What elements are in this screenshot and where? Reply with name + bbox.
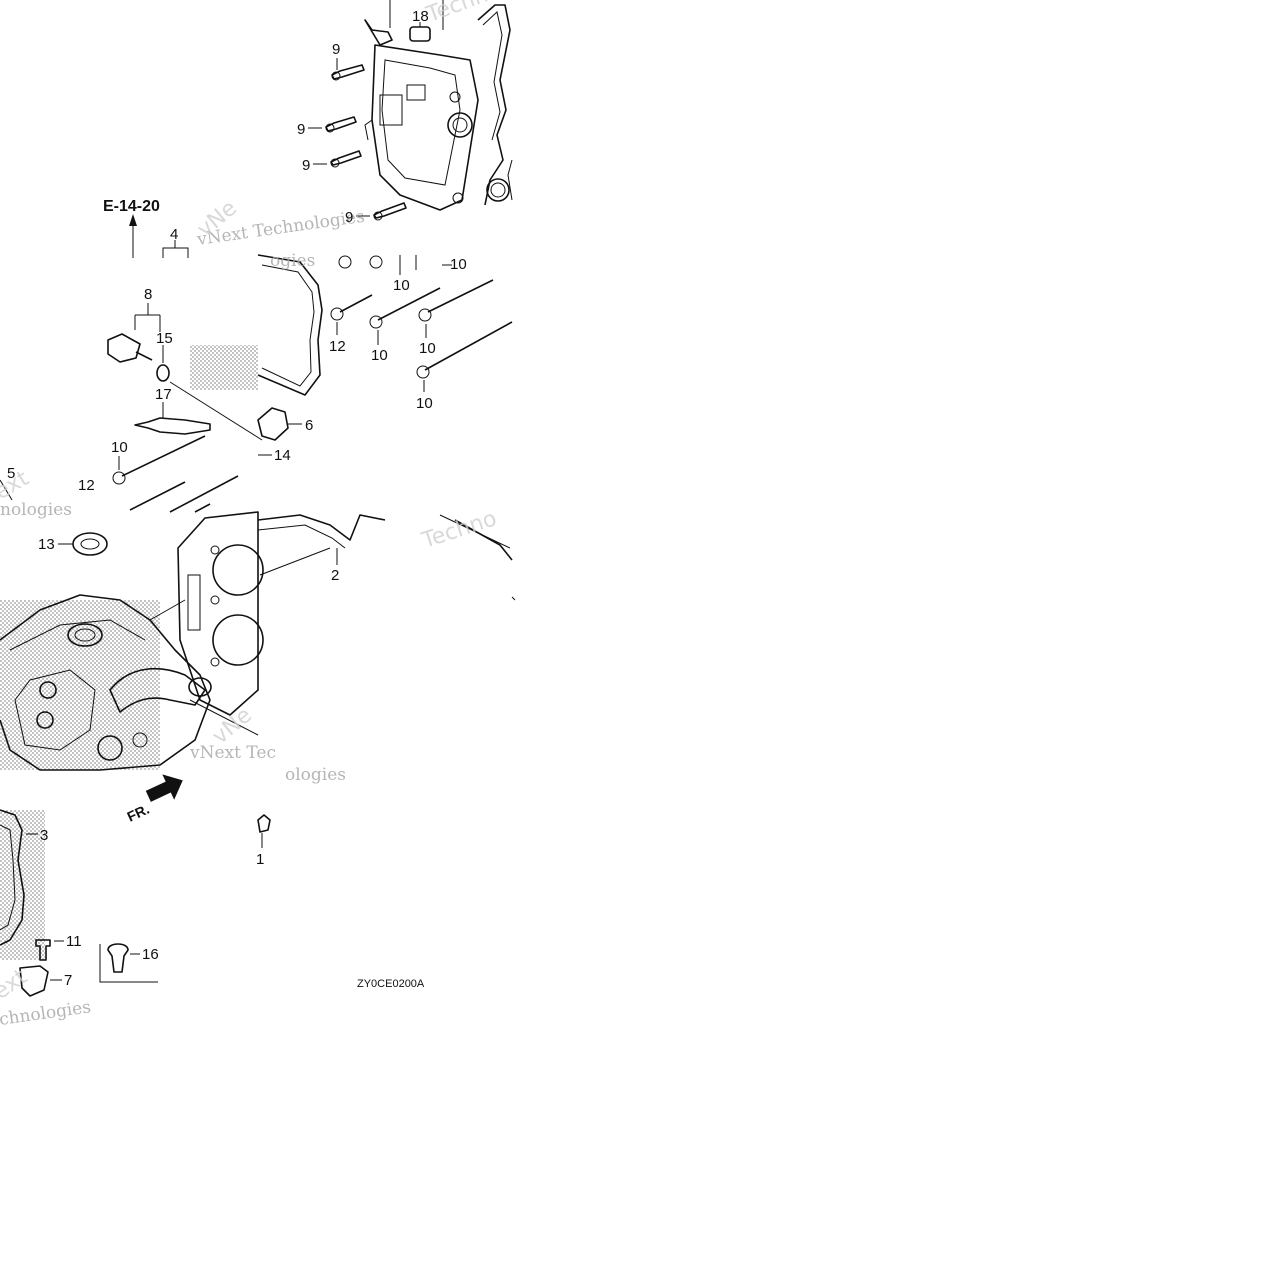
clip-7 (19, 965, 62, 997)
watermarks: Techno vNext Technologies vNe ogies Tech… (0, 0, 504, 1030)
cylinder-head (0, 594, 259, 771)
callout-6: 6 (305, 417, 313, 434)
callout-5: 5 (7, 465, 15, 482)
clip-16 (99, 943, 158, 983)
callout-15: 15 (156, 330, 173, 347)
bolt-11 (35, 939, 64, 961)
callout-3: 3 (40, 827, 48, 844)
callout-10: 10 (416, 395, 433, 412)
watermark-text: chnologies (0, 997, 92, 1030)
callout-1: 1 (256, 851, 264, 868)
watermark-text: ext (0, 964, 32, 1005)
bracket-3 (0, 809, 38, 946)
gasket-2 (257, 514, 516, 601)
callout-14: 14 (274, 447, 291, 464)
callout-9: 9 (302, 157, 310, 174)
seal-13 (58, 532, 108, 556)
callout-12: 12 (329, 338, 346, 355)
watermark-text: nologies (0, 500, 72, 520)
callout-10: 10 (450, 256, 467, 273)
sensor-assembly (107, 303, 263, 441)
drawing-code: ZY0CE0200A (357, 978, 425, 990)
callout-10: 10 (419, 340, 436, 357)
watermark-text: ogies (270, 251, 315, 271)
callouts: 18 9 9 9 9 4 10 10 10 10 10 10 8 15 12 1… (7, 8, 467, 989)
watermark-text: vNext Tec (189, 743, 276, 763)
head-cover (364, 4, 513, 211)
breather-part-18 (364, 0, 444, 46)
callout-2: 2 (331, 567, 339, 584)
bolt-9d (373, 202, 407, 221)
front-label: FR. (125, 801, 152, 825)
callout-9: 9 (297, 121, 305, 138)
callout-12: 12 (78, 477, 95, 494)
callout-18: 18 (412, 8, 429, 25)
callout-9: 9 (332, 41, 340, 58)
shading-layer (0, 345, 258, 960)
part-1 (257, 814, 271, 848)
callout-10: 10 (371, 347, 388, 364)
watermark-text: ologies (285, 765, 346, 785)
callout-13: 13 (38, 536, 55, 553)
watermark-text: Techno (418, 506, 500, 554)
front-arrow (145, 774, 183, 802)
callout-10: 10 (393, 277, 410, 294)
bolts-left (0, 435, 239, 513)
watermark-text: Techno (423, 0, 505, 28)
callout-7: 7 (64, 972, 72, 989)
bolt-9b (325, 116, 357, 133)
callout-11: 11 (66, 933, 82, 950)
bolt-9-group (308, 58, 407, 221)
callout-4: 4 (170, 226, 178, 243)
head-gasket (177, 511, 264, 716)
gasket-and-bolts-10 (257, 254, 513, 396)
callout-9: 9 (345, 209, 353, 226)
reference-arrow (129, 214, 189, 258)
bolt-9c (330, 150, 362, 168)
callout-16: 16 (142, 946, 159, 963)
reference-label: E-14-20 (103, 198, 160, 215)
spark-plug-17 (134, 402, 211, 435)
callout-17: 17 (155, 386, 172, 403)
callout-8: 8 (144, 286, 152, 303)
bolt-9a (331, 64, 365, 81)
callout-10: 10 (111, 439, 128, 456)
cap-6 (257, 407, 302, 456)
